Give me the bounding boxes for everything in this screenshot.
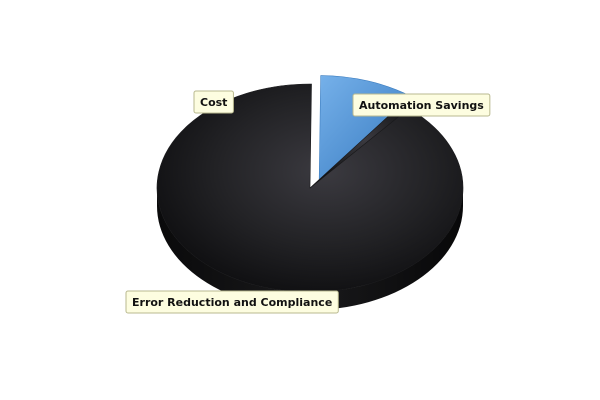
pie-side-cost	[157, 188, 463, 310]
pie-label-text: Automation Savings	[359, 99, 484, 112]
pie-label-text: Error Reduction and Compliance	[132, 296, 332, 309]
pie-label-error-reduction-and-compliance: Error Reduction and Compliance	[125, 290, 339, 314]
pie-label-box	[125, 290, 339, 314]
pie-label-text: Cost	[200, 96, 227, 109]
pie-label-automation-savings: Automation Savings	[352, 93, 491, 117]
pie-label-box	[193, 90, 234, 114]
pie-slice-cost[interactable]	[156, 83, 464, 293]
pie-label-cost: Cost	[193, 90, 234, 114]
pie-label-box	[352, 93, 491, 117]
